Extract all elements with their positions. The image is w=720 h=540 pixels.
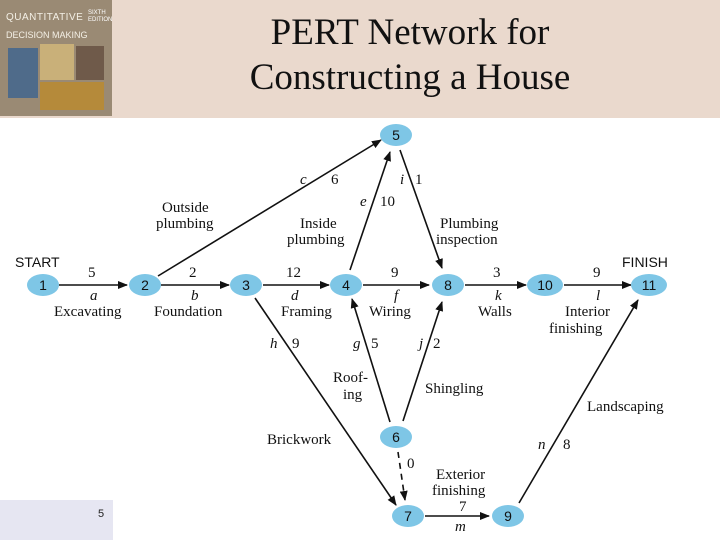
- duration-a: 5: [88, 265, 96, 281]
- name-n: Landscaping: [587, 399, 664, 415]
- name-j: Shingling: [425, 381, 484, 397]
- node-7-label: 7: [404, 508, 412, 524]
- duration-dummy: 0: [407, 456, 415, 472]
- duration-m: 7: [459, 499, 467, 515]
- letter-i: i: [400, 172, 404, 188]
- node-8-label: 8: [444, 277, 452, 293]
- node-4-label: 4: [342, 277, 350, 293]
- duration-i: 1: [415, 172, 423, 188]
- letter-a: a: [90, 288, 98, 304]
- name-l-1: Interior: [565, 304, 610, 320]
- letter-n: n: [538, 437, 546, 453]
- node-1-label: 1: [39, 277, 47, 293]
- letter-f: f: [394, 288, 400, 304]
- node-2-label: 2: [141, 277, 149, 293]
- edge-i: [400, 150, 442, 268]
- letter-k: k: [495, 288, 502, 304]
- node-6-label: 6: [392, 429, 400, 445]
- name-c-2: plumbing: [156, 216, 214, 232]
- name-g-2: ing: [343, 387, 363, 403]
- name-a: Excavating: [54, 304, 122, 320]
- node-9-label: 9: [504, 508, 512, 524]
- duration-e: 10: [380, 194, 395, 210]
- duration-b: 2: [189, 265, 197, 281]
- letter-m: m: [455, 519, 466, 535]
- name-m-1: Exterior: [436, 467, 485, 483]
- edge-e: [350, 152, 390, 270]
- name-c-1: Outside: [162, 200, 209, 216]
- letter-e: e: [360, 194, 367, 210]
- duration-c: 6: [331, 172, 339, 188]
- name-e-2: plumbing: [287, 232, 345, 248]
- node-3-label: 3: [242, 277, 250, 293]
- duration-h: 9: [292, 336, 300, 352]
- letter-b: b: [191, 288, 199, 304]
- duration-g: 5: [371, 336, 379, 352]
- name-i-2: inspection: [436, 232, 498, 248]
- name-l-2: finishing: [549, 321, 603, 337]
- node-5-label: 5: [392, 127, 400, 143]
- name-i-1: Plumbing: [440, 216, 499, 232]
- duration-l: 9: [593, 265, 601, 281]
- duration-d: 12: [286, 265, 301, 281]
- name-f: Wiring: [369, 304, 411, 320]
- start-label: START: [15, 254, 60, 270]
- duration-j: 2: [433, 336, 441, 352]
- name-k: Walls: [478, 304, 512, 320]
- letter-d: d: [291, 288, 299, 304]
- name-b: Foundation: [154, 304, 223, 320]
- letter-c: c: [300, 172, 307, 188]
- name-e-1: Inside: [300, 216, 337, 232]
- duration-k: 3: [493, 265, 501, 281]
- node-10-label: 10: [537, 277, 553, 293]
- name-g-1: Roof-: [333, 370, 368, 386]
- edge-h: [255, 298, 396, 505]
- duration-f: 9: [391, 265, 399, 281]
- letter-l: l: [596, 288, 600, 304]
- letter-h: h: [270, 336, 278, 352]
- edge-dummy: [398, 452, 405, 500]
- letter-g: g: [353, 336, 361, 352]
- finish-label: FINISH: [622, 254, 668, 270]
- name-d: Framing: [281, 304, 332, 320]
- name-m-2: finishing: [432, 483, 486, 499]
- name-h: Brickwork: [267, 432, 332, 448]
- duration-n: 8: [563, 437, 571, 453]
- letter-j: j: [417, 336, 423, 352]
- node-11-label: 11: [642, 277, 657, 293]
